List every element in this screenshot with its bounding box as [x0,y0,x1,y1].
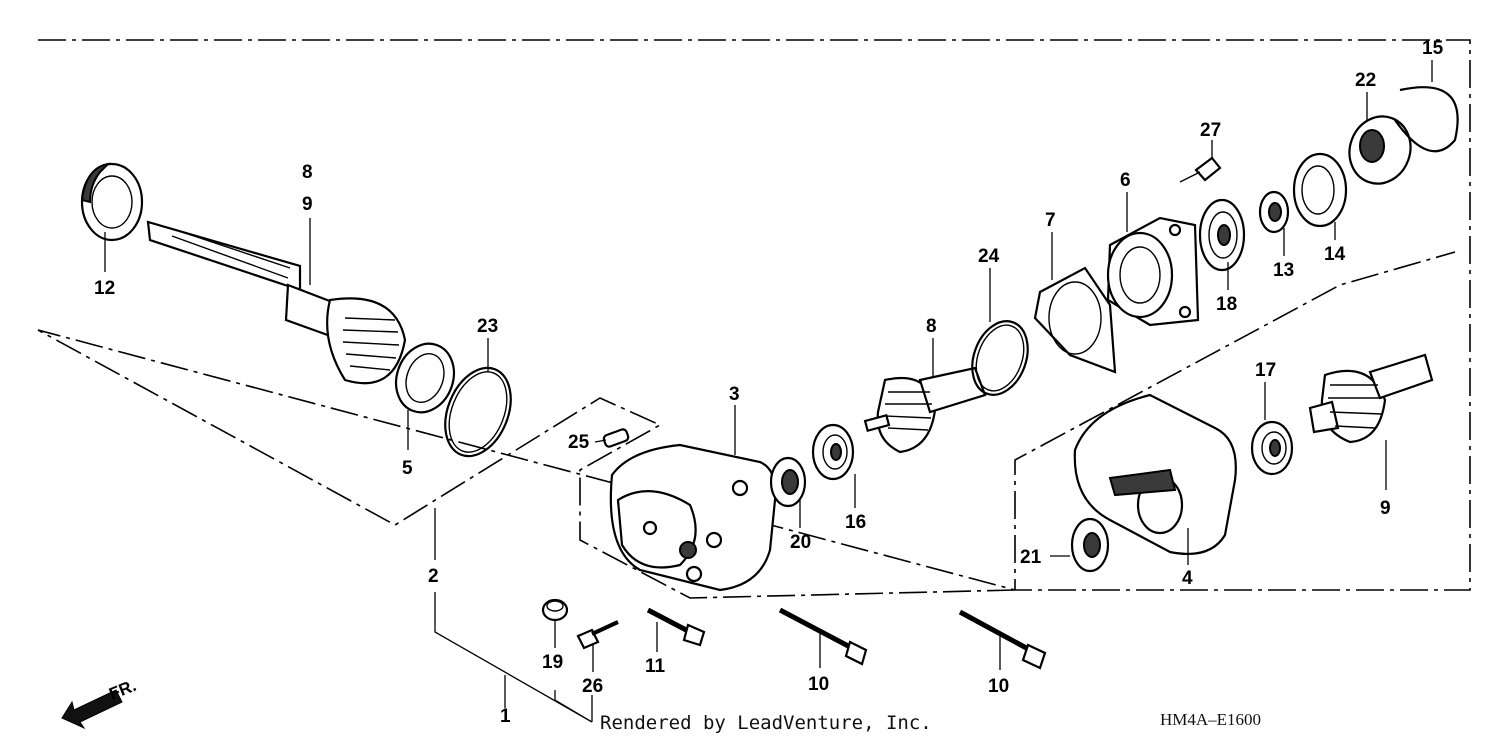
callout-21[interactable]: 21 [1020,547,1042,568]
part-12-oil-seal[interactable] [80,162,144,242]
callout-19[interactable]: 19 [542,652,563,673]
callout-9-ring[interactable]: 9 [1380,498,1391,519]
callout-16[interactable]: 16 [845,512,866,533]
callout-25[interactable]: 25 [568,432,590,453]
part-16-ball-bearing[interactable] [811,423,855,481]
part-10-flange-bolt-b[interactable] [958,609,1047,670]
part-11-flange-bolt[interactable] [646,607,706,647]
callout-13[interactable]: 13 [1273,260,1294,281]
callout-6[interactable]: 6 [1120,170,1131,191]
part-22-needle-bearing[interactable] [1340,108,1420,192]
part-27-bolt[interactable] [1179,156,1222,183]
callout-2[interactable]: 2 [428,566,439,587]
diagram-code: HM4A–E1600 [1160,710,1262,729]
callout-8-gear[interactable]: 8 [926,316,937,337]
part-7-gasket[interactable] [1033,266,1117,374]
part-14-lock-nut[interactable] [1292,152,1348,228]
part-15-circlip[interactable] [1394,86,1459,153]
callout-15[interactable]: 15 [1422,38,1444,59]
part-9-ring-gear[interactable] [1308,353,1434,444]
callout-17[interactable]: 17 [1255,360,1276,381]
part-23-o-ring[interactable] [433,358,523,466]
part-10-flange-bolt-a[interactable] [778,607,868,666]
callout-14[interactable]: 14 [1324,244,1346,265]
part-6-bearing-holder[interactable] [1106,216,1200,327]
callout-4[interactable]: 4 [1182,568,1193,589]
part-4-gear-case-cover[interactable] [1073,393,1237,556]
part-18-ball-bearing[interactable] [1198,198,1246,272]
part-26-flange-bolt[interactable] [576,620,619,650]
callout-11[interactable]: 11 [645,656,666,677]
callout-18[interactable]: 18 [1216,294,1237,315]
part-25-dowel-pin[interactable] [602,428,630,448]
callout-9-shaft[interactable]: 9 [302,194,313,215]
callout-10-left[interactable]: 10 [808,674,829,695]
front-direction-arrow: FR. [61,676,139,730]
part-8-drive-gear[interactable] [863,366,987,454]
callout-1[interactable]: 1 [500,706,511,727]
callout-8-shaft[interactable]: 8 [302,162,313,183]
part-19-cap[interactable] [541,598,569,622]
callout-20[interactable]: 20 [790,532,811,553]
part-24-o-ring[interactable] [963,313,1038,402]
callout-22[interactable]: 22 [1355,70,1376,91]
part-5-thrust-washer[interactable] [387,336,464,421]
callout-10-right[interactable]: 10 [988,676,1009,697]
part-8-9-pinion-shaft[interactable] [146,220,407,385]
callout-7[interactable]: 7 [1045,210,1056,231]
callout-26[interactable]: 26 [582,676,603,697]
part-21-oil-seal[interactable] [1070,517,1110,573]
part-13-spline-collar[interactable] [1258,190,1290,234]
callout-23[interactable]: 23 [477,316,498,337]
callout-27[interactable]: 27 [1200,120,1221,141]
assembly-frame [37,39,1471,599]
callout-24[interactable]: 24 [978,246,1000,267]
watermark-text: Rendered by LeadVenture, Inc. [600,712,932,734]
callout-3[interactable]: 3 [729,384,740,405]
callout-5[interactable]: 5 [402,458,413,479]
front-indicator-label: FR. [106,676,139,704]
callout-12[interactable]: 12 [94,278,115,299]
part-17-ball-bearing[interactable] [1250,420,1294,476]
part-3-final-gear-case[interactable] [609,443,777,592]
part-20-oil-seal[interactable] [769,456,807,508]
